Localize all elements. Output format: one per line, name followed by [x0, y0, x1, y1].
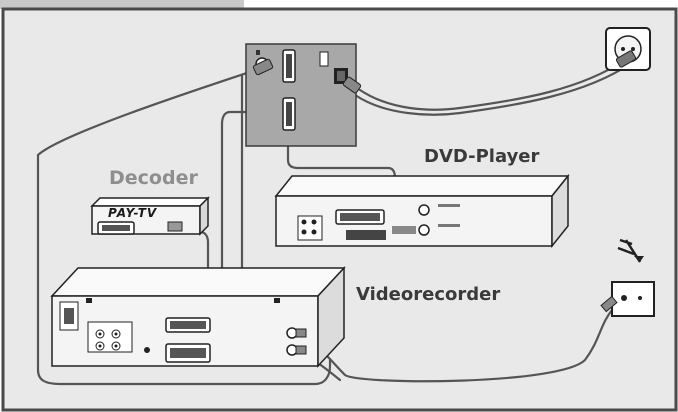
power-plug-tv: [342, 76, 362, 94]
cable-tv-dvd: [286, 130, 397, 214]
videorecorder-box: [50, 266, 346, 368]
videorecorder-label: Videorecorder: [356, 284, 500, 305]
dvd-player-label: DVD-Player: [424, 146, 540, 167]
cable-power: [358, 58, 627, 111]
pay-tv-label: PAY-TV: [108, 206, 158, 220]
header-tab: [0, 0, 244, 9]
dvd-player-box: [274, 173, 570, 249]
cable-vcr-wall: [298, 308, 614, 383]
decoder-label: Decoder: [109, 167, 198, 189]
cable-tv-vcr: [220, 110, 270, 332]
decoder-box: PAY-TV: [90, 196, 210, 236]
power-outlet-icon: [605, 27, 651, 71]
antenna-plug: [252, 58, 274, 76]
cable-antenna-loop: [36, 66, 332, 386]
tv-back-panel: [245, 43, 357, 147]
antenna-icon: [600, 238, 655, 317]
tv-switch: [319, 51, 329, 67]
cable-power-2: [353, 62, 632, 116]
